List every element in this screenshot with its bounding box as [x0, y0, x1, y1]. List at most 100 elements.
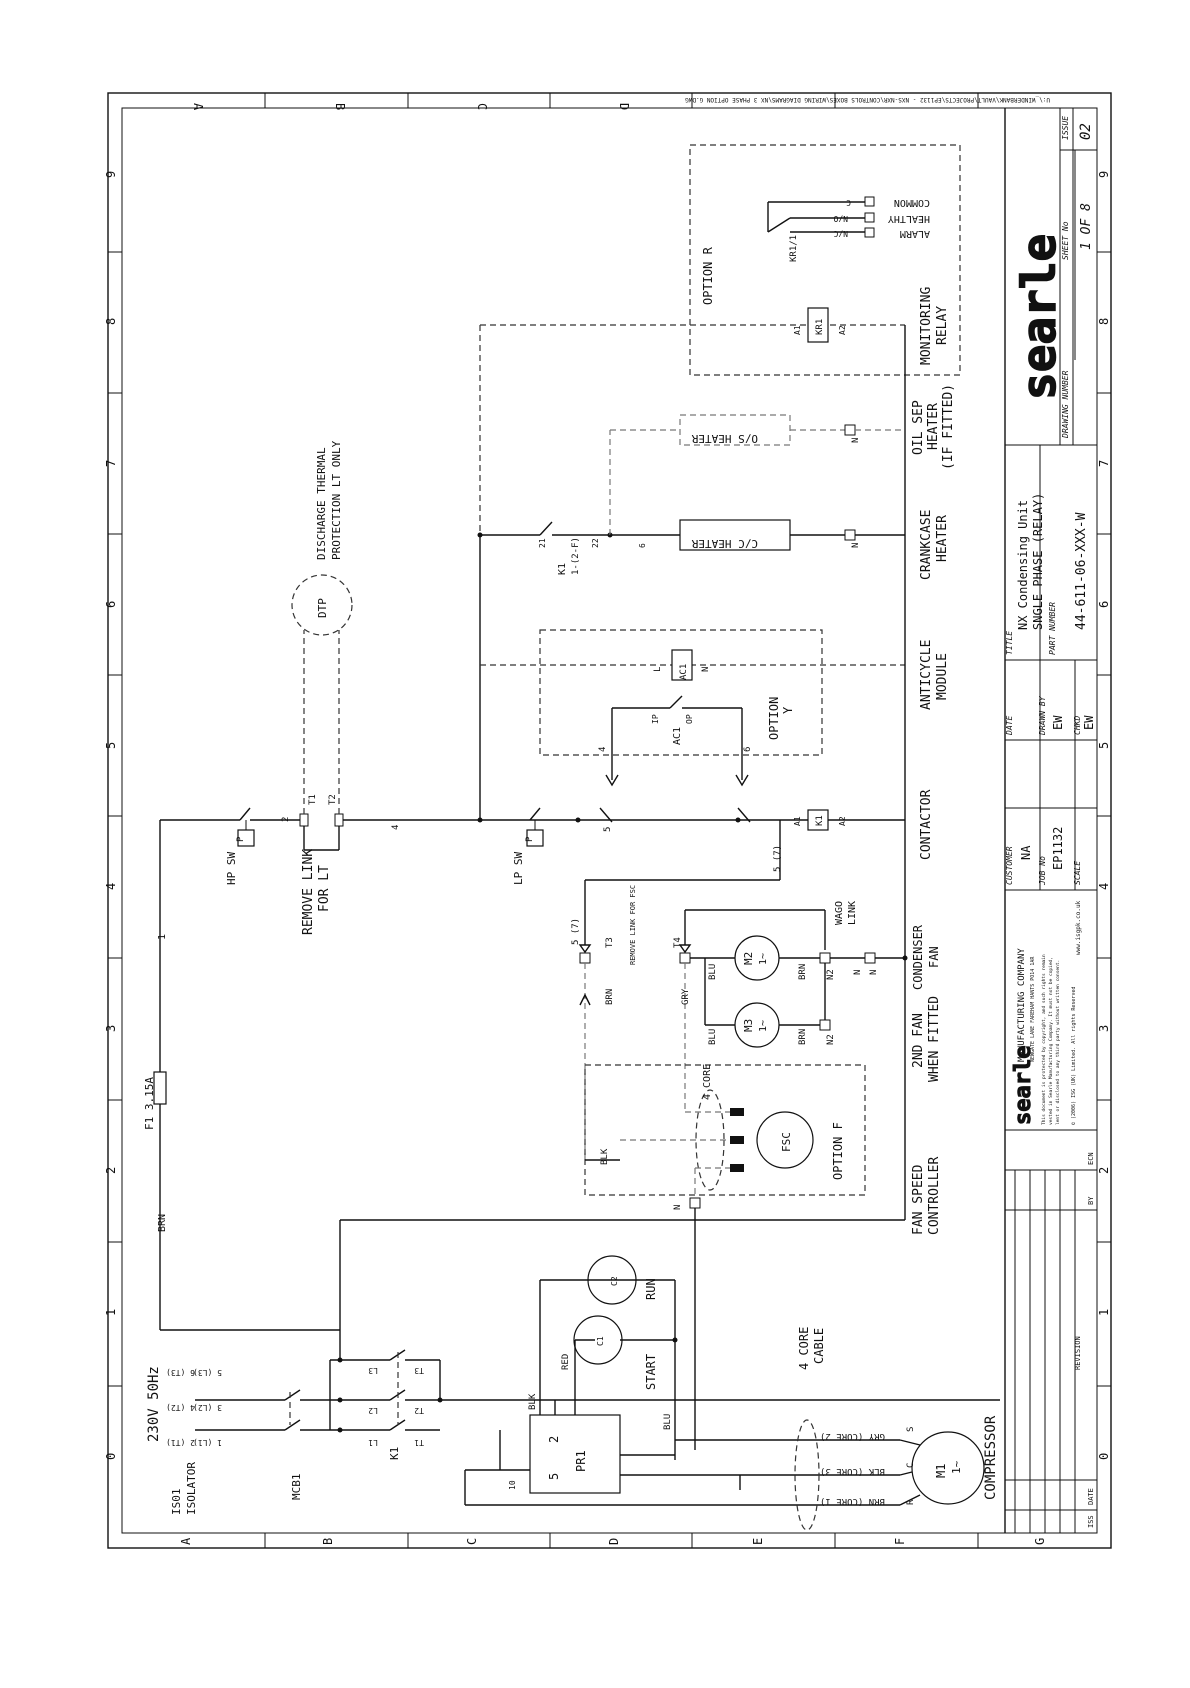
healthy-label: HEALTHY	[888, 213, 930, 224]
k1-t1: T1	[414, 1438, 424, 1447]
chkd-label: CHKD	[1073, 716, 1082, 735]
n2-label-b: N2	[826, 1034, 836, 1045]
common-terminal	[864, 196, 875, 207]
c2-label: C2	[610, 1276, 619, 1286]
copyright-3: lent or disclosed to any third party wit…	[1055, 960, 1061, 1125]
condenser-1: CONDENSER	[911, 924, 925, 990]
kr1-coil	[807, 307, 829, 343]
n2-terminal-b	[819, 1019, 831, 1031]
cc-heater-label: C/C HEATER	[691, 537, 758, 550]
fsc-pin-1	[730, 1108, 744, 1116]
ac1-coil	[671, 649, 693, 681]
fsc-pin-2	[730, 1164, 744, 1172]
blu-m3: BLU	[708, 1029, 718, 1045]
k1-label: K1	[388, 1447, 401, 1460]
wire-1-label: 1	[157, 934, 168, 940]
fsc-symbol	[756, 1111, 814, 1169]
blu-pr1: BLU	[663, 1414, 673, 1430]
ac-n: N	[701, 667, 711, 672]
issue-value: 02	[1078, 123, 1094, 140]
wire-2: 2	[281, 817, 291, 822]
t4-terminal	[679, 952, 691, 964]
alarm-terminal	[864, 227, 875, 238]
iso-1: 1 (L1)	[193, 1438, 222, 1447]
by-label: BY	[1087, 1196, 1095, 1205]
start-label: START	[644, 1354, 658, 1390]
pr1-pin-5: 5	[547, 1473, 561, 1480]
monitoring-relay	[689, 144, 961, 376]
dtp-note-1: DISCHARGE THERMAL	[315, 447, 328, 560]
scale-label: SCALE	[1073, 861, 1082, 885]
c1-label: C1	[596, 1336, 605, 1346]
website: www.isgpk.co.uk	[1075, 900, 1082, 955]
grid-number: 9	[104, 171, 118, 178]
chkd: EW	[1082, 715, 1096, 730]
grid-number: 1	[1097, 1309, 1111, 1316]
monitoring-2: RELAY	[935, 306, 950, 345]
brn-m2: BRN	[798, 964, 808, 980]
kr1-a2: A2	[838, 325, 847, 335]
customer-label: CUSTOMER	[1005, 846, 1014, 885]
ac-wire-6: 6	[743, 747, 753, 752]
grid-number: 6	[104, 601, 118, 608]
remove-link-fsc: REMOVE LINK FOR FSC	[629, 885, 637, 965]
pr1-relay	[529, 1414, 621, 1494]
k1-l3: L3	[368, 1366, 378, 1375]
date-label: DATE	[1005, 716, 1014, 736]
live-feed	[153, 819, 341, 1360]
nc-pin: N/C	[833, 229, 848, 238]
condenser-2: FAN	[927, 946, 941, 968]
fsc-1: FAN SPEED	[911, 1164, 926, 1235]
fsc-pin-3	[730, 1136, 744, 1144]
condenser-fan	[578, 820, 908, 1160]
option-y-label: OPTION	[767, 697, 781, 740]
ac-l: L	[653, 667, 663, 672]
dtp-symbol	[291, 574, 353, 636]
gry-core: GRY (CORE 2)	[820, 1431, 885, 1441]
brn-core: BRN (CORE 1)	[820, 1496, 885, 1506]
copyright-4: © (2006) ISG (UK) Limited. All rights Re…	[1071, 987, 1077, 1125]
grid-letter: B	[321, 1538, 335, 1545]
sheet-label: SHEET No	[1061, 221, 1070, 260]
grid-number: 4	[1097, 883, 1111, 890]
no-pin: N/O	[833, 214, 848, 223]
iss-label: ISS	[1087, 1515, 1095, 1528]
part-number: 44-611-06-XXX-W	[1074, 512, 1089, 630]
grid-number: 0	[104, 1453, 118, 1460]
n2-terminal-a	[819, 952, 831, 964]
grid-letter: D	[607, 1538, 621, 1545]
crankcase-2: HEATER	[935, 515, 950, 562]
crankcase-1: CRANKCASE	[919, 510, 934, 580]
m2-phase: 1~	[758, 953, 769, 965]
grid-letter: E	[751, 1538, 765, 1545]
grid-letter: B	[333, 103, 347, 110]
grid-number: 0	[1097, 1453, 1111, 1460]
job: EP1132	[1051, 827, 1065, 870]
revision-label: REVISION	[1074, 1336, 1082, 1370]
t1-terminal	[299, 813, 309, 827]
t2-label: T2	[328, 794, 338, 805]
fuse-label: F1 3.15A	[143, 1077, 156, 1130]
four-core-cable-1: 4 CORE	[797, 1327, 811, 1370]
ecn-label: ECN	[1087, 1152, 1095, 1165]
title-2: SNGLE PHASE (RELAY)	[1031, 493, 1045, 630]
run-label: RUN	[644, 1278, 658, 1300]
isolator-label: ISOLATOR	[185, 1462, 198, 1515]
fsc-n-terminal	[689, 1197, 701, 1209]
grid-number: 2	[1097, 1167, 1111, 1174]
brn-m3: BRN	[798, 1029, 808, 1045]
r-pin: R	[906, 1499, 916, 1505]
wire-5: 5	[603, 827, 613, 832]
copyright-2: vested in Searle Manufacturing Company. …	[1048, 957, 1054, 1125]
sheet-value: 1 OF 8	[1079, 203, 1094, 250]
fsc-n: N	[673, 1205, 683, 1210]
iso-2: 2 (T1)	[166, 1438, 195, 1447]
date-col-label: DATE	[1087, 1488, 1095, 1505]
fsc-2: CONTROLLER	[927, 1157, 942, 1235]
grid-number: 9	[1097, 171, 1111, 178]
brn-t3: BRN	[605, 989, 615, 1005]
anticycle-2: MODULE	[935, 653, 950, 700]
k1-t2: T2	[414, 1406, 424, 1415]
dtp-label: DTP	[316, 598, 329, 618]
drawn-by: EW	[1051, 715, 1065, 730]
